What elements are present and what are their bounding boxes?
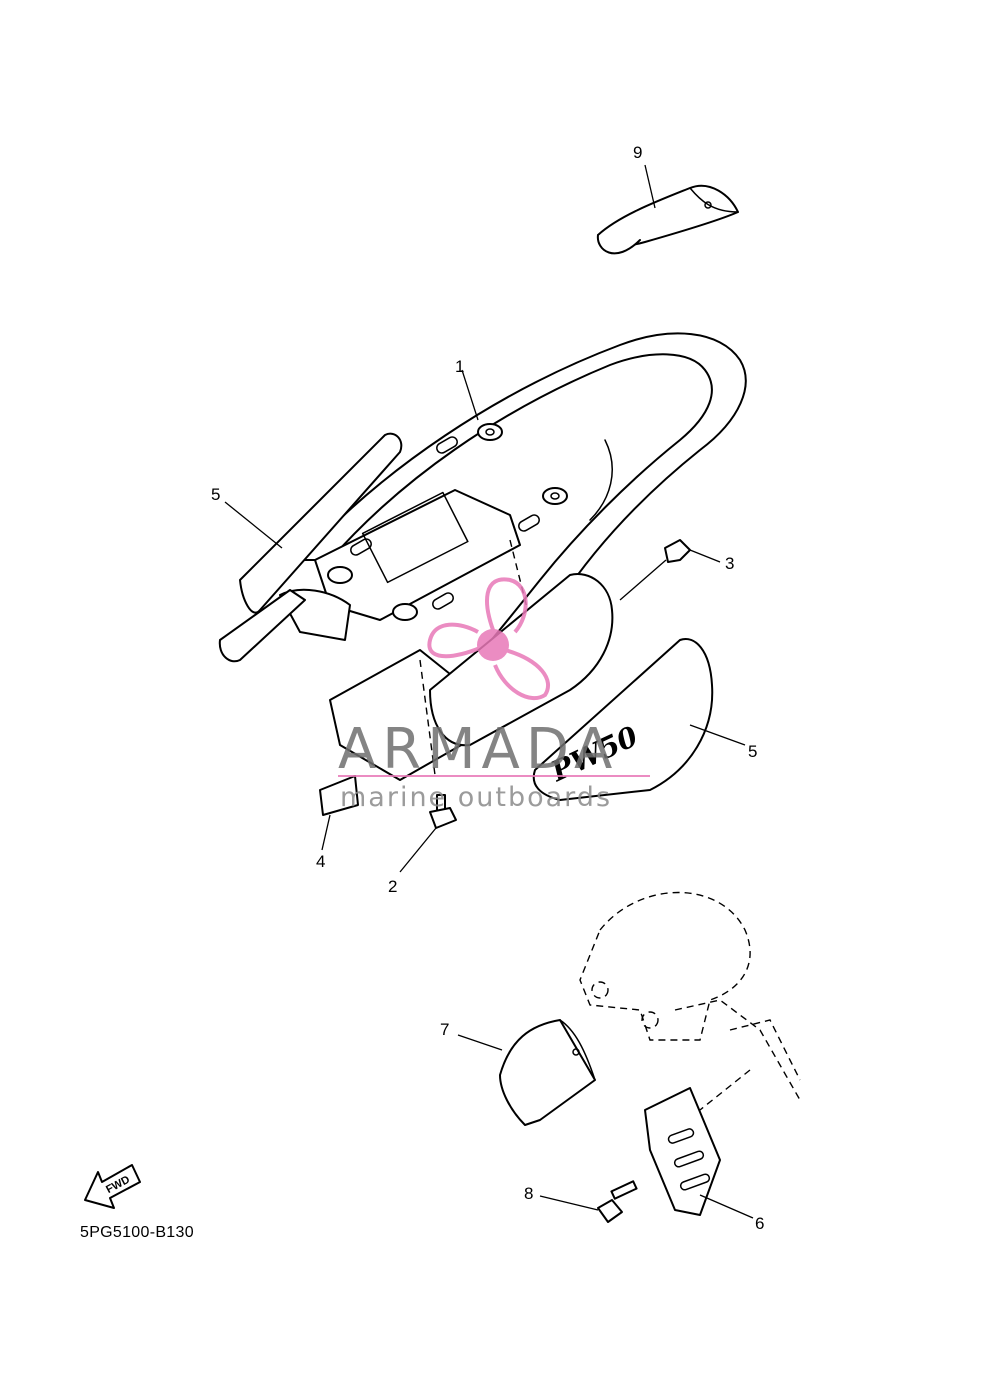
part-9-pad bbox=[596, 184, 739, 255]
watermark-name: ARMADA bbox=[338, 717, 618, 782]
watermark-subtitle: marine outboards bbox=[340, 782, 612, 813]
frame-reference bbox=[579, 891, 801, 1111]
part-2-screw bbox=[429, 794, 457, 829]
callout-5-left: 5 bbox=[211, 485, 220, 504]
front-plate bbox=[429, 573, 614, 747]
fwd-arrow-icon: FWD bbox=[84, 1164, 141, 1209]
callout-8: 8 bbox=[524, 1184, 533, 1203]
callout-7: 7 bbox=[440, 1020, 449, 1039]
callout-3: 3 bbox=[725, 554, 734, 573]
watermark: ARMADA marine outboards bbox=[338, 577, 650, 813]
diagram-code: 5PG5100-B130 bbox=[80, 1224, 194, 1241]
part-5-left-side-plate bbox=[218, 432, 403, 663]
callout-1: 1 bbox=[455, 357, 464, 376]
part-8-bolt bbox=[597, 1180, 638, 1223]
callout-6: 6 bbox=[755, 1214, 764, 1233]
leader-lines bbox=[224, 164, 754, 1219]
callout-5-right: 5 bbox=[748, 742, 757, 761]
part-4-rubber bbox=[319, 775, 359, 816]
callout-9: 9 bbox=[633, 143, 642, 162]
callout-4: 4 bbox=[316, 852, 325, 871]
propeller-logo bbox=[427, 577, 551, 701]
callout-2: 2 bbox=[388, 877, 397, 896]
part-6-guard bbox=[644, 1087, 721, 1216]
part-3-bolt bbox=[619, 539, 691, 601]
callouts: 9 1 5 3 5 4 2 7 8 6 bbox=[211, 143, 764, 1233]
part-7-cover bbox=[499, 1019, 596, 1126]
